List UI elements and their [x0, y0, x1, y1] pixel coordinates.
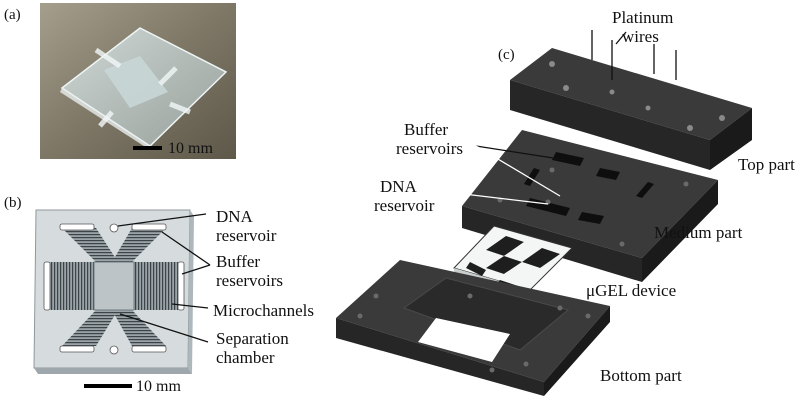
buffer-reservoir-tr — [131, 223, 167, 231]
panel-b-scale-label: 10 mm — [136, 378, 181, 395]
label-medium-part: Medium part — [654, 223, 743, 242]
bottom-part-window — [418, 318, 510, 362]
chip-plate-edge — [34, 368, 192, 374]
channel-group-br — [112, 310, 166, 346]
top-part-top-face — [510, 48, 752, 140]
panel-a-scale-label: 10 mm — [168, 140, 213, 157]
label-separation-b-1: Separation — [216, 329, 289, 348]
leader-buffer-1-b — [161, 231, 211, 266]
chip-chamber — [104, 56, 168, 108]
label-dna-b-1: DNA — [216, 207, 254, 226]
label-separation-b-2: chamber — [216, 348, 275, 367]
channel-group-tl — [62, 228, 118, 262]
buffer-reservoir-br — [131, 345, 167, 353]
bottom-part-block — [336, 260, 610, 396]
panel-a: (a) 10 mm — [4, 3, 236, 159]
separation-chamber-area — [93, 261, 135, 311]
medium-part-side-face — [642, 180, 718, 282]
top-part-hole-3 — [687, 125, 693, 131]
dna-reservoir-bottom — [109, 345, 119, 355]
medium-part-top-face — [462, 130, 718, 258]
buffer-reservoir-left — [43, 261, 51, 311]
label-ugel-device: μGEL device — [586, 281, 676, 300]
chip-arm-4 — [169, 101, 191, 115]
label-buffer-c-1: Buffer — [404, 120, 448, 139]
label-buffer-b-2: reservoirs — [216, 271, 283, 290]
panel-b: (b) DNA reservoir Buffer reservoirs — [4, 195, 314, 395]
medium-slot-6 — [578, 212, 604, 224]
chip-arm-1 — [94, 47, 122, 69]
panel-c: (c) Platinum wires Top part — [336, 8, 795, 396]
ugel-square-5 — [486, 256, 522, 274]
label-bottom-part: Bottom part — [600, 366, 682, 385]
ugel-square-2 — [504, 242, 542, 262]
leader-dna-c — [429, 189, 549, 205]
panel-c-label: (c) — [498, 47, 515, 63]
channel-group-left — [50, 262, 94, 310]
buffer-reservoir-bl — [59, 345, 95, 353]
leader-separation-b — [119, 313, 209, 343]
bottom-hole-1 — [373, 293, 379, 299]
label-buffer-c-2: reservoirs — [396, 139, 463, 158]
top-part-hole-5 — [609, 89, 615, 95]
label-platinum-2: wires — [622, 27, 659, 46]
medium-hole-5 — [619, 241, 625, 247]
bottom-part-side-face — [544, 306, 610, 396]
label-platinum-1: Platinum — [612, 8, 673, 27]
channel-group-tr — [112, 228, 166, 262]
medium-slot-4 — [636, 182, 654, 198]
bottom-hole-6 — [467, 293, 473, 299]
bottom-hole-7 — [489, 367, 495, 373]
leader-buffer-c-2 — [475, 145, 561, 197]
top-part-hole-6 — [645, 105, 651, 111]
label-buffer-b-1: Buffer — [216, 252, 260, 271]
leader-microchannels-b — [171, 303, 209, 309]
ugel-square-3 — [522, 248, 560, 268]
bottom-hole-5 — [523, 361, 529, 367]
label-top-part: Top part — [738, 155, 795, 174]
top-part-hole-1 — [549, 61, 555, 67]
leader-dna-reservoir-b — [117, 213, 207, 227]
top-part-side-face — [710, 108, 752, 170]
label-microchannels-b: Microchannels — [213, 301, 314, 320]
channel-group-right — [134, 262, 178, 310]
medium-slot-1 — [552, 152, 584, 166]
bottom-hole-2 — [357, 313, 363, 319]
top-part-hole-4 — [719, 115, 725, 121]
channel-group-bl — [62, 310, 118, 346]
label-dna-c-1: DNA — [380, 177, 418, 196]
chip-arm-2 — [158, 66, 178, 86]
label-dna-b-2: reservoir — [216, 226, 277, 245]
ugel-square-1 — [486, 236, 524, 256]
panel-b-label: (b) — [4, 195, 22, 211]
buffer-reservoir-tl — [59, 223, 95, 231]
ugel-square-7 — [466, 262, 486, 276]
chip-arm-3 — [98, 110, 114, 128]
medium-slot-3 — [524, 168, 540, 186]
medium-slot-2 — [596, 168, 620, 180]
top-part-block — [510, 48, 752, 170]
bottom-hole-4 — [585, 313, 591, 319]
panel-a-label: (a) — [4, 7, 21, 23]
medium-hole-1 — [549, 167, 555, 173]
leader-buffer-c-1 — [475, 145, 567, 161]
leader-platinum-wires — [615, 31, 627, 45]
ugel-square-4 — [468, 250, 504, 268]
bottom-part-front-face — [336, 318, 544, 396]
leader-buffer-2-b — [181, 264, 211, 275]
dna-reservoir-top — [109, 223, 119, 233]
buffer-reservoir-right — [177, 261, 185, 311]
ugel-square-6 — [504, 262, 540, 280]
top-part-hole-2 — [563, 85, 569, 91]
medium-hole-4 — [683, 181, 689, 187]
label-dna-c-2: reservoir — [374, 196, 435, 215]
bottom-hole-3 — [557, 305, 563, 311]
top-part-front-face — [510, 80, 710, 170]
